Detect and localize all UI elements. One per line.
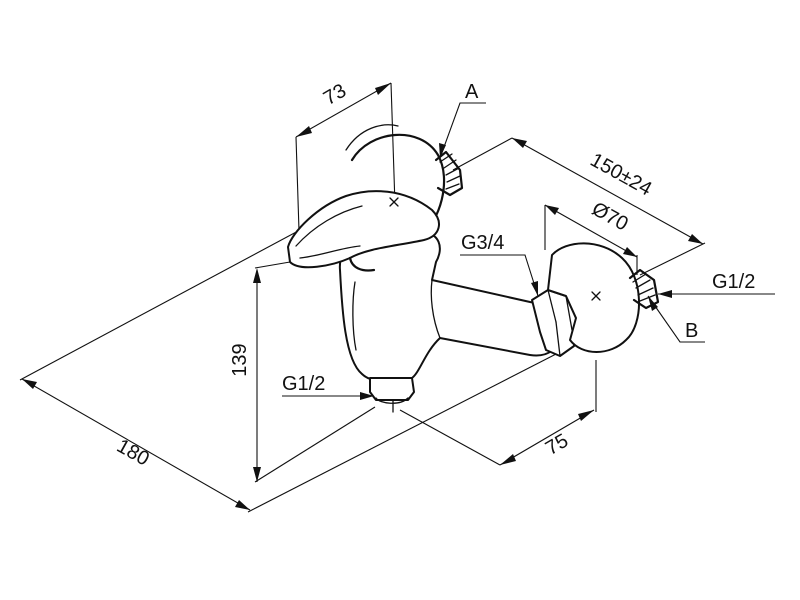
mixer-main-body	[338, 231, 563, 384]
label-75: 75	[542, 430, 572, 460]
label-g12-bottom: G1/2	[282, 373, 325, 395]
label-139: 139	[229, 343, 251, 376]
label-g34: G3/4	[461, 232, 504, 254]
label-g12-right: G1/2	[712, 271, 755, 293]
right-wall-rosette	[547, 242, 640, 353]
connector-a	[434, 150, 464, 197]
label-70: Ø70	[588, 198, 632, 236]
dimension-139	[253, 261, 376, 483]
dimension-75	[399, 360, 597, 466]
label-73: 73	[320, 80, 350, 110]
label-150: 150±24	[586, 149, 655, 201]
label-180: 180	[113, 435, 153, 470]
bottom-outlet	[369, 377, 415, 413]
leader-lines	[282, 102, 775, 400]
lever-handle	[287, 190, 440, 272]
label-a: A	[465, 81, 479, 103]
dimension-150	[452, 137, 706, 276]
faucet-body	[287, 124, 660, 413]
connector-b	[628, 268, 660, 310]
label-b: B	[685, 320, 698, 342]
dimension-180	[19, 229, 561, 513]
labels: 73 A 150±24 Ø70 G3/4 G1/2 B 139 G1/2 180…	[113, 80, 755, 471]
